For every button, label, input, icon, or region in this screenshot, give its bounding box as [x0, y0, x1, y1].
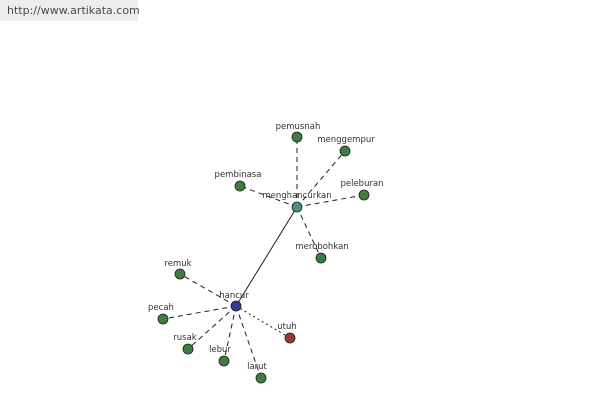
node-remuk[interactable] [174, 268, 186, 280]
node-menghancurkan[interactable] [291, 201, 303, 213]
node-peleburan[interactable] [358, 189, 370, 201]
node-label-larut: larut [247, 362, 267, 372]
node-larut[interactable] [255, 372, 267, 384]
node-label-lebur: lebur [209, 345, 231, 355]
node-label-merobohkan: merobohkan [295, 242, 348, 252]
node-menggempur[interactable] [339, 145, 351, 157]
node-label-remuk: remuk [164, 259, 191, 269]
node-pemusnah[interactable] [291, 131, 303, 143]
edge-hancur-lebur [223, 305, 237, 362]
source-url-text: http://www.artikata.com [7, 4, 140, 17]
edge-hancur-rusak [187, 305, 237, 350]
edges-layer [162, 137, 365, 379]
nodes-layer [157, 131, 370, 384]
node-lebur[interactable] [218, 355, 230, 367]
node-hancur[interactable] [230, 300, 242, 312]
source-url-bar: http://www.artikata.com [0, 0, 140, 21]
edge-menghancurkan-menggempur [296, 150, 346, 208]
labels-layer: hancur menghancurkan pemusnah menggempur pem… [148, 122, 384, 372]
node-label-utuh: utuh [277, 322, 297, 332]
node-pecah[interactable] [157, 313, 169, 325]
node-label-pecah: pecah [148, 303, 174, 313]
node-utuh[interactable] [284, 332, 296, 344]
node-label-peleburan: peleburan [340, 179, 383, 189]
edge-hancur-utuh [235, 305, 291, 339]
node-label-menggempur: menggempur [317, 135, 375, 145]
edge-hancur-menghancurkan [235, 206, 298, 307]
edge-hancur-remuk [179, 273, 237, 307]
node-label-menghancurkan: menghancurkan [262, 191, 331, 201]
node-merobohkan[interactable] [315, 252, 327, 264]
node-rusak[interactable] [182, 343, 194, 355]
node-label-pembinasa: pembinasa [215, 170, 262, 180]
edge-menghancurkan-peleburan [296, 194, 365, 208]
edge-hancur-pecah [162, 305, 237, 320]
node-pembinasa[interactable] [234, 180, 246, 192]
edge-menghancurkan-merobohkan [296, 206, 322, 259]
edge-menghancurkan-pembinasa [239, 185, 298, 208]
node-label-hancur: hancur [219, 291, 249, 301]
node-label-pemusnah: pemusnah [276, 122, 321, 132]
node-label-rusak: rusak [173, 333, 197, 343]
edge-hancur-larut [235, 305, 262, 379]
